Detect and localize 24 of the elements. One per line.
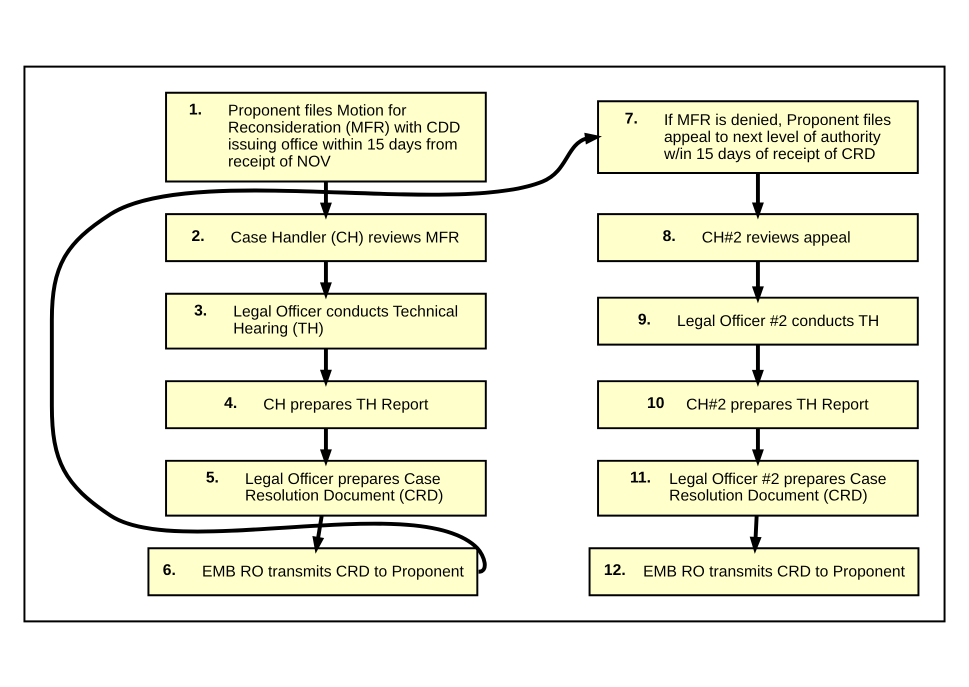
node-box: 12. EMB RO transmits CRD to Proponent [588, 546, 920, 596]
node-box: 3. Legal Officer conducts Technical Hearing (TH) [165, 292, 487, 350]
node-box: 6. EMB RO transmits CRD to Proponent [147, 546, 478, 596]
node-box: 10 CH#2 prepares TH Report [597, 380, 919, 429]
node-box: 9. Legal Officer #2 conducts TH [597, 296, 919, 346]
arrow [752, 428, 764, 466]
arrow [750, 515, 762, 554]
arrow [50, 132, 602, 572]
cluster [23, 65, 946, 622]
node-box: 11. Legal Officer #2 prepares Case Resolution Document (CRD) [597, 459, 919, 516]
arrow [320, 348, 332, 386]
node-box: 1. Proponent files Motion for Reconsideration (MFR) with CDD issuing office within 15 days from receipt of NOV [165, 91, 487, 182]
arrow [752, 172, 764, 219]
node-box: 7. If MFR is denied, Proponent files appeal to next level of authority w/in 15 days of receipt of CRD [597, 100, 919, 174]
node-box: 8. CH#2 reviews appeal [597, 212, 919, 262]
node-box: 5. Legal Officer prepares Case Resolution Document (CRD) [165, 459, 487, 516]
node-box: 4. CH prepares TH Report [165, 380, 487, 429]
node-box: 2. Case Handler (CH) reviews MFR [165, 212, 487, 262]
arrow [320, 260, 332, 299]
arrow [320, 428, 332, 466]
arrow [752, 260, 764, 303]
arrow [320, 181, 332, 220]
arrow [312, 515, 324, 554]
arrow [752, 344, 764, 386]
